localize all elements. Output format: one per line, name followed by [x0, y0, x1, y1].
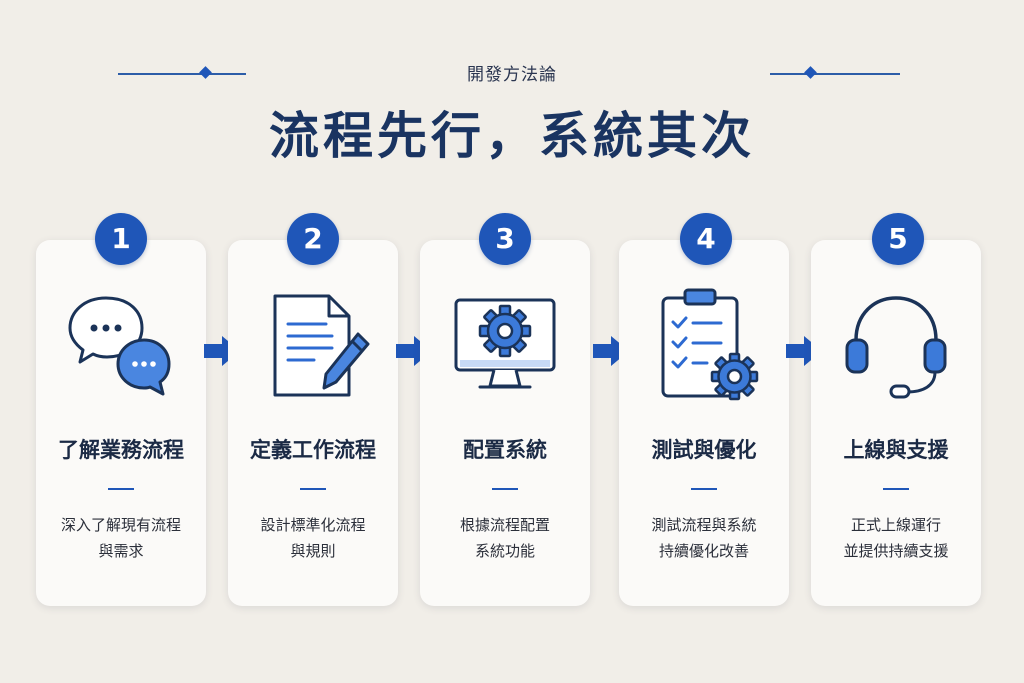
- document-pen-icon: [273, 294, 370, 397]
- step-description: 深入了解現有流程 與需求: [36, 512, 206, 564]
- step-card-4: 測試與優化 測試流程與系統 持續優化改善: [619, 240, 789, 606]
- step-number-badge-4: 4: [680, 213, 732, 265]
- step-title: 了解業務流程: [58, 438, 184, 462]
- step-number-badge-1: 1: [95, 213, 147, 265]
- step-number-badge-2: 2: [287, 213, 339, 265]
- step-divider: [108, 488, 134, 490]
- step-description-line: 與規則: [290, 542, 336, 560]
- step-description-line: 持續優化改善: [658, 542, 749, 560]
- step-description-line: 根據流程配置: [459, 516, 550, 534]
- step-description: 根據流程配置 系統功能: [420, 512, 590, 564]
- step-description-line: 測試流程與系統: [651, 516, 757, 534]
- step-number-badge-3: 3: [479, 213, 531, 265]
- step-description-line: 正式上線運行: [850, 516, 941, 534]
- step-title: 配置系統: [463, 438, 547, 462]
- step-divider: [691, 488, 717, 490]
- headset-icon: [845, 296, 947, 399]
- chat-bubbles-icon: [68, 296, 171, 396]
- step-description-line: 系統功能: [474, 542, 535, 560]
- header-right-line: [770, 73, 900, 75]
- step-title: 上線與支援: [843, 438, 949, 462]
- step-card-3: 配置系統 根據流程配置 系統功能: [420, 240, 590, 606]
- step-card-5: 上線與支援 正式上線運行 並提供持續支援: [811, 240, 981, 606]
- monitor-gear-icon: [454, 298, 556, 389]
- step-title: 測試與優化: [651, 438, 757, 462]
- header-left-line: [118, 73, 246, 75]
- step-description: 正式上線運行 並提供持續支援: [811, 512, 981, 564]
- step-divider: [300, 488, 326, 490]
- checklist-gear-icon: [661, 288, 759, 401]
- step-card-1: 了解業務流程 深入了解現有流程 與需求: [36, 240, 206, 606]
- step-title: 定義工作流程: [250, 438, 376, 462]
- step-description-line: 並提供持續支援: [843, 542, 949, 560]
- header-eyebrow: 開發方法論: [467, 65, 557, 85]
- page-title: 流程先行，系統其次: [269, 107, 755, 165]
- step-description: 設計標準化流程 與規則: [228, 512, 398, 564]
- step-description-line: 設計標準化流程: [260, 516, 366, 534]
- step-description: 測試流程與系統 持續優化改善: [619, 512, 789, 564]
- step-description-line: 深入了解現有流程: [60, 516, 181, 534]
- step-divider: [883, 488, 909, 490]
- step-card-2: 定義工作流程 設計標準化流程 與規則: [228, 240, 398, 606]
- step-description-line: 與需求: [98, 542, 144, 560]
- step-divider: [492, 488, 518, 490]
- step-number-badge-5: 5: [872, 213, 924, 265]
